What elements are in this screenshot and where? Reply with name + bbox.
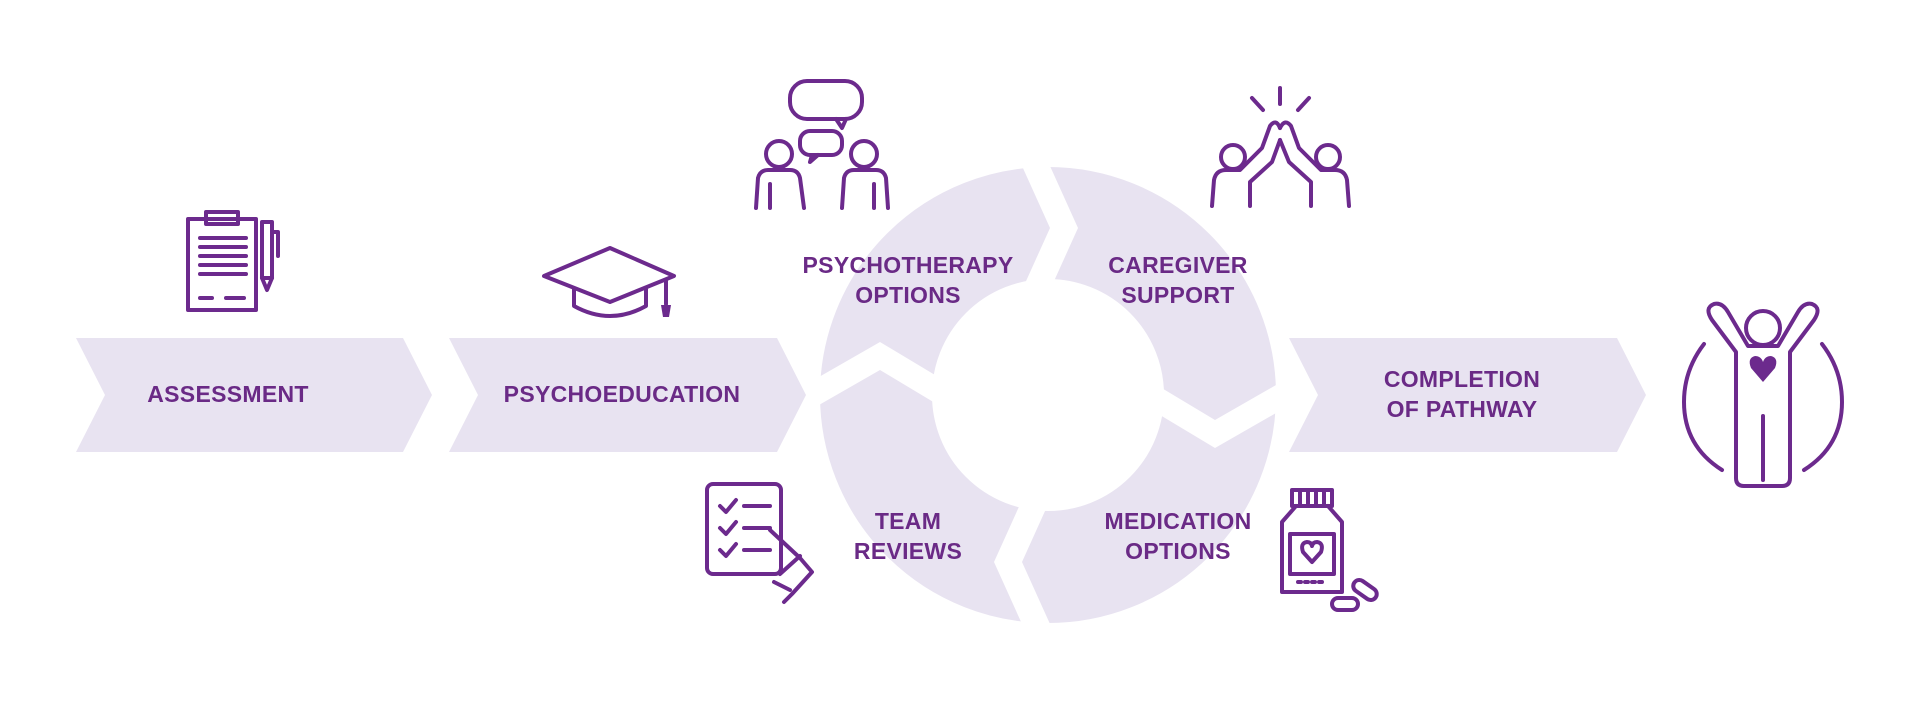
label-completion-line-1: COMPLETION: [1383, 366, 1541, 392]
checklist-hand-icon: [705, 482, 814, 604]
label-psychotherapy-options: PSYCHOTHERAPY OPTIONS: [803, 250, 1014, 310]
high-five-icon: [1210, 86, 1351, 208]
wellbeing-person-icon: [1682, 301, 1844, 488]
label-team-line-1: TEAM: [874, 508, 942, 534]
label-completion-of-pathway: COMPLETION OF PATHWAY: [1384, 364, 1540, 424]
chevron-assessment: [76, 338, 432, 452]
pill-bottle-icon: [1280, 488, 1379, 612]
chevron-completion: [1289, 338, 1646, 452]
label-medication-line-1: MEDICATION: [1104, 508, 1252, 534]
chevron-psychoeducation: [449, 338, 806, 452]
cycle-ring: [812, 166, 1283, 624]
label-team-reviews: TEAM REVIEWS: [854, 506, 962, 566]
label-team-line-2: REVIEWS: [853, 538, 963, 564]
clipboard-pen-icon: [186, 210, 280, 312]
label-medication-line-2: OPTIONS: [1125, 538, 1231, 564]
label-psychotherapy-line-2: OPTIONS: [855, 282, 961, 308]
label-medication-options: MEDICATION OPTIONS: [1105, 506, 1252, 566]
label-caregiver-support: CAREGIVER SUPPORT: [1108, 250, 1247, 310]
label-assessment: ASSESSMENT: [147, 379, 308, 409]
label-psychotherapy-line-1: PSYCHOTHERAPY: [802, 252, 1014, 278]
label-psychoeducation: PSYCHOEDUCATION: [504, 379, 741, 409]
label-psychoeducation-line-1: PSYCHOEDUCATION: [503, 381, 741, 407]
label-caregiver-line-1: CAREGIVER: [1108, 252, 1248, 278]
conversation-people-icon: [754, 79, 890, 210]
graduation-cap-icon: [542, 246, 676, 318]
label-completion-line-2: OF PATHWAY: [1386, 396, 1538, 422]
label-caregiver-line-2: SUPPORT: [1121, 282, 1235, 308]
label-assessment-line-1: ASSESSMENT: [147, 381, 309, 407]
